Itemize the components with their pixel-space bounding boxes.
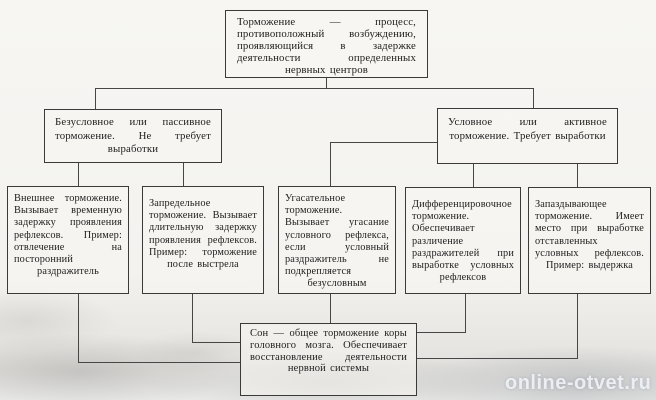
node-differential-inhibition: Дифференцировочное торможение. Обеспечив… [405, 187, 521, 294]
node-conditional-inhibition: Условное или активное торможение. Требуе… [437, 108, 618, 164]
connector-unconditional-transmarginal [183, 163, 184, 186]
connector-delayed-sleep-v [577, 294, 578, 359]
connector-delayed-sleep-h [416, 358, 578, 359]
connector-root-down [326, 78, 327, 88]
connector-external-sleep-h [78, 362, 240, 363]
connector-differentiation-sleep-v [465, 294, 466, 333]
connector-external-sleep-v [78, 294, 79, 363]
node-sleep-inhibition: Сон — общее торможение коры головного мо… [240, 323, 417, 396]
connector-differentiation-sleep-h [416, 332, 466, 333]
connector-to-unconditional [95, 88, 96, 109]
watermark-online-otvet: online-otvet.ru [505, 372, 652, 394]
connector-unconditional-external [78, 163, 79, 186]
node-external-inhibition: Внешнее торможение. Вызывает временную з… [7, 186, 129, 294]
node-extinction-inhibition: Угасательное торможение. Вызывает угасан… [278, 186, 396, 294]
connector-extinction-sleep [330, 294, 331, 323]
node-delayed-inhibition: Запаздывающее торможение. Имеет место пр… [528, 187, 651, 294]
connector-transmarginal-sleep-v [192, 294, 193, 343]
node-transmarginal-inhibition: Запредельное торможение. Вызывает длител… [142, 186, 264, 294]
connector-transmarginal-sleep-h [192, 342, 240, 343]
node-unconditional-inhibition: Безусловное или пассивное торможение. Не… [44, 109, 222, 163]
node-inhibition-definition: Торможение — процесс, противоположный во… [225, 10, 428, 78]
connector-main-horizontal [95, 88, 534, 89]
connector-conditional-extinction-v [330, 142, 331, 186]
connector-conditional-extinction-h [330, 142, 437, 143]
connector-to-conditional [533, 88, 534, 108]
connector-conditional-delayed [577, 164, 578, 187]
connector-conditional-differentiation [473, 164, 474, 187]
